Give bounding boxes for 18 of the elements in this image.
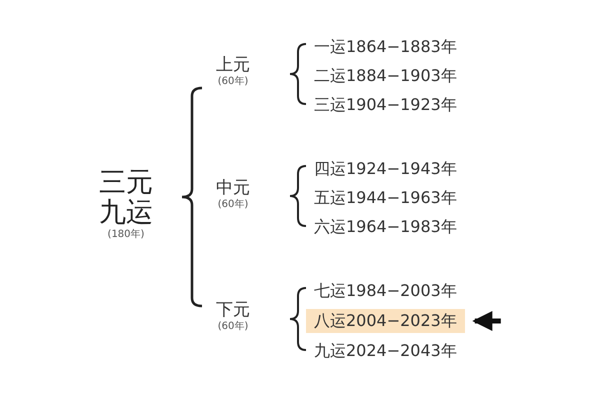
group-title: 三元九运 <box>98 168 154 228</box>
highlighted-period: 八运2004−2023年 <box>306 309 465 333</box>
duration-note: (60年) <box>216 320 250 334</box>
period-label: 二运1884−1903年 <box>311 65 460 87</box>
duration-note: (60年) <box>216 75 250 89</box>
period-label: 一运1864−1883年 <box>311 36 460 58</box>
period-label: 七运1984−2003年 <box>311 280 460 302</box>
duration-note: (60年) <box>216 198 250 212</box>
group-title: 下元 <box>215 300 251 320</box>
period-label: 九运2024−2043年 <box>311 340 460 362</box>
group-title: 中元 <box>215 178 251 198</box>
period-label: 六运1964−1983年 <box>311 216 460 238</box>
period-label: 三运1904−1923年 <box>311 94 460 116</box>
arrow <box>472 311 501 331</box>
period-label: 四运1924−1943年 <box>311 158 460 180</box>
group-title: 上元 <box>215 55 251 75</box>
period-label: 五运1944−1963年 <box>311 187 460 209</box>
duration-note: (180年) <box>106 228 146 242</box>
